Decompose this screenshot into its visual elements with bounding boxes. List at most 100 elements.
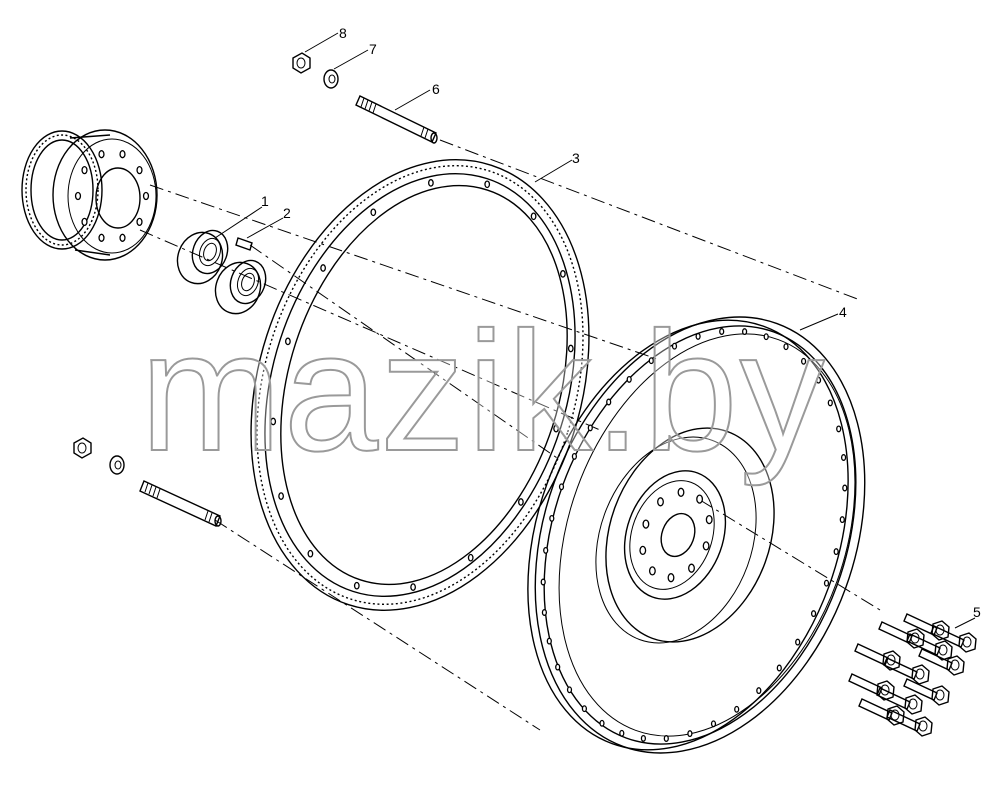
callout-4-label: 4 <box>839 304 847 320</box>
hub-bolt-hole <box>642 519 650 529</box>
flywheel-rim-hole <box>833 548 839 556</box>
flywheel-rim-hole <box>800 357 807 365</box>
flywheel-rim-hole <box>540 578 546 586</box>
callout-2-label: 2 <box>283 205 291 221</box>
flywheel-rim-hole <box>599 719 605 727</box>
gear-mounting-hole <box>278 492 284 500</box>
flywheel-rim-hole <box>776 664 782 672</box>
drive-hub-hole <box>119 233 126 242</box>
flywheel-rim-hole <box>558 483 565 491</box>
flywheel-rim-hole <box>815 376 822 384</box>
flywheel-rim-hole <box>710 720 717 728</box>
bearing-2 <box>214 259 267 315</box>
bolt <box>930 625 977 653</box>
gear-mounting-hole <box>353 581 360 590</box>
callout-1-label: 1 <box>261 193 269 209</box>
callout-7-label: 7 <box>369 41 377 57</box>
gear-mounting-hole <box>428 179 434 187</box>
flywheel-rim-hole <box>619 729 625 737</box>
gear-mounting-hole <box>467 553 474 562</box>
gear-mounting-hole <box>484 180 491 189</box>
flywheel-rim-hole <box>839 516 845 524</box>
gear-mounting-hole <box>307 549 314 558</box>
flywheel-rim-hole <box>783 343 789 351</box>
flywheel-rim-hole <box>606 398 612 406</box>
flywheel-rim-hole <box>648 357 654 365</box>
callout-5: 5 <box>954 604 981 629</box>
callout-5-label: 5 <box>973 604 981 620</box>
flywheel-rim-hole <box>640 734 647 742</box>
stud-lower <box>139 480 222 527</box>
bolt-set <box>848 613 977 737</box>
flywheel-rim-hole <box>719 328 725 335</box>
flywheel-rim-hole <box>546 637 552 645</box>
gear-mounting-hole <box>567 344 574 353</box>
hub-bolt-hole <box>639 545 647 556</box>
hub-bolt-hole <box>705 514 713 525</box>
flywheel-rim-hole <box>581 705 588 713</box>
bolt <box>903 678 950 706</box>
flywheel-rim-hole <box>836 425 842 433</box>
hub-bolt-hole <box>677 487 685 497</box>
drive-hub-hole <box>136 165 143 175</box>
bolt <box>848 673 895 701</box>
assembly-axes <box>139 139 881 731</box>
nut-upper <box>292 52 311 74</box>
gear-mounting-hole <box>320 264 326 272</box>
gear-mounting-hole <box>518 498 524 506</box>
bearing-1 <box>176 229 229 285</box>
callout-1: 1 <box>214 193 269 239</box>
flywheel-rim-hole <box>687 730 693 738</box>
drive-hub-hole <box>98 233 105 242</box>
bolt <box>883 657 930 685</box>
drive-gear-hub <box>21 129 158 261</box>
flywheel-rim-hole <box>571 452 578 460</box>
nut-lower <box>73 437 92 459</box>
gear-mounting-hole <box>410 583 416 591</box>
drive-hub-hole <box>136 217 143 227</box>
bolt <box>876 687 923 715</box>
flywheel-rim-hole <box>663 735 669 742</box>
drive-hub-hole <box>74 191 82 201</box>
flywheel-rim-hole <box>626 375 632 383</box>
ring-gear <box>250 159 590 611</box>
flywheel-rim-hole <box>763 333 769 341</box>
flywheel-rim-hole <box>671 342 678 350</box>
drive-hub-hole <box>81 217 88 227</box>
flywheel-rim-hole <box>695 332 701 340</box>
callout-6: 6 <box>394 81 440 111</box>
flywheel-rim-hole <box>756 687 762 695</box>
gear-mounting-hole <box>553 424 559 433</box>
hub-bolt-hole <box>696 494 704 504</box>
gear-mounting-hole <box>560 270 566 278</box>
callout-7: 7 <box>333 41 377 70</box>
stud-upper <box>355 95 438 144</box>
flywheel-rim-hole <box>842 484 848 492</box>
flywheel-rim-hole <box>566 686 573 694</box>
bolt <box>906 633 953 661</box>
drive-hub-hole <box>81 165 88 175</box>
washer-upper <box>323 69 339 89</box>
gear-mounting-hole <box>270 417 277 426</box>
hub-bolt-hole <box>648 566 656 576</box>
hub-bolt-hole <box>657 497 664 507</box>
drive-hub-hole <box>98 150 105 159</box>
flywheel-rim-hole <box>823 579 830 587</box>
bolt <box>886 709 933 737</box>
drive-hub-hole <box>142 191 150 201</box>
flywheel-rim-hole <box>827 399 833 407</box>
callout-6-label: 6 <box>432 81 440 97</box>
flywheel-rim-hole <box>741 328 748 336</box>
flywheel-rim-hole <box>795 638 801 646</box>
callout-3: 3 <box>534 150 580 183</box>
flywheel-rim-hole <box>734 705 740 713</box>
callout-4: 4 <box>799 304 847 331</box>
callout-8-label: 8 <box>339 25 347 41</box>
bolt <box>918 648 965 676</box>
flywheel-rim-hole <box>587 424 593 432</box>
bolt <box>878 621 925 649</box>
callout-8: 8 <box>304 25 347 53</box>
flywheel-rim-hole <box>555 663 561 671</box>
callout-3-label: 3 <box>572 150 580 166</box>
